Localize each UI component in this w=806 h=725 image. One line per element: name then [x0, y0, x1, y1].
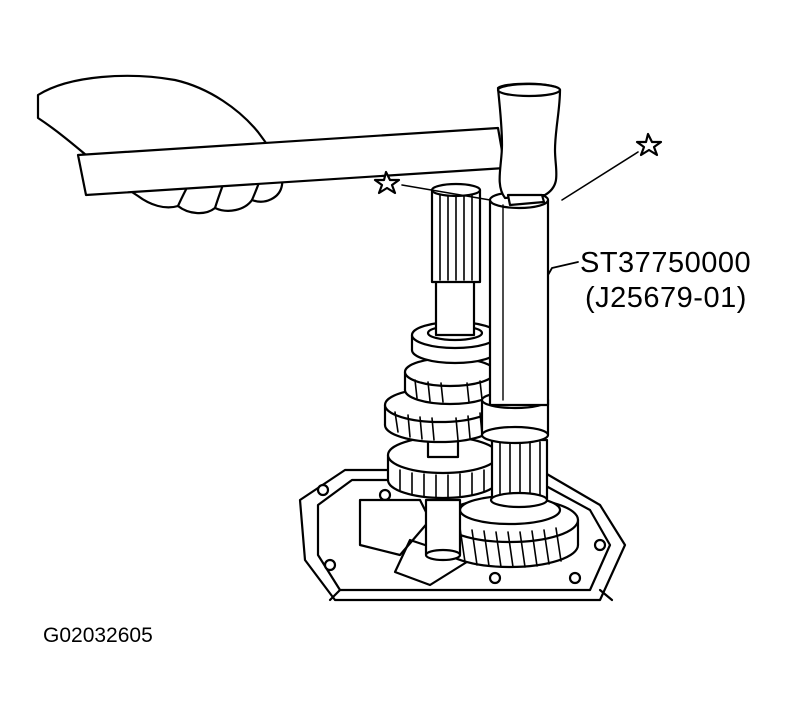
- figure-code: G02032605: [43, 624, 153, 647]
- upper-gear: [403, 356, 497, 406]
- alt-part-number-label: (J25679-01): [585, 282, 747, 314]
- lower-left-gear: [386, 418, 500, 500]
- counter-gear: [440, 494, 580, 569]
- part-number-label: ST37750000: [580, 247, 752, 279]
- drift-tool: [480, 190, 550, 445]
- impact-star-right: [561, 132, 663, 201]
- impact-star-left: [373, 170, 491, 201]
- hammer: [76, 82, 562, 207]
- main-shaft: [424, 498, 462, 562]
- input-shaft: [430, 182, 482, 337]
- right-gear-stack: [489, 438, 549, 509]
- leader-line: [547, 261, 579, 276]
